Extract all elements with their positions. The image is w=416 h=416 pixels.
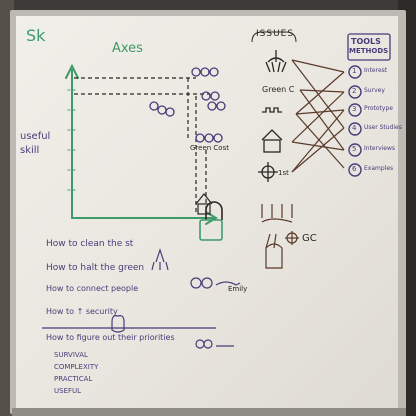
axes-title: Axes: [112, 41, 143, 56]
house-icon: [195, 193, 213, 215]
marker-tray: [12, 408, 406, 416]
broom-sketch-icon: [151, 248, 169, 271]
y-axis-label-1: useful: [20, 131, 51, 142]
tool-label-5: Interviews: [364, 145, 396, 152]
subitem-1: SURVIVAL: [54, 351, 88, 359]
house-security-icon: [261, 129, 283, 141]
y-axis-arrow: [65, 63, 79, 79]
axis-ticks: [67, 89, 77, 191]
tool-label-2: Survey: [364, 87, 385, 94]
list-item-2: How to halt the green: [46, 263, 145, 273]
axes-point-label: Green Cost: [190, 144, 229, 152]
tool-label-1: Interest: [364, 67, 388, 74]
tools-header-box: [347, 33, 391, 61]
list-item-3: How to connect people: [46, 284, 139, 293]
list-item-4: How to ↑ security: [46, 307, 118, 316]
y-axis-label-2: skill: [20, 145, 40, 156]
list-sketches: [42, 248, 241, 349]
list-item-5: How to figure out their priorities: [46, 333, 175, 342]
corner-mark: Sk: [26, 26, 46, 45]
lock-icon: [199, 201, 223, 241]
list-annotation-emily: Emily: [228, 285, 248, 293]
tool-label-6: Examples: [364, 165, 394, 172]
tool-num-5: 5: [352, 145, 357, 153]
tool-num-1: 1: [352, 67, 357, 75]
people-icon: [262, 107, 282, 113]
tool-num-3: 3: [352, 105, 357, 113]
roadmap-sketch: [261, 204, 299, 269]
subitem-3: PRACTICAL: [54, 375, 93, 383]
issues-header: ISSUES: [256, 29, 295, 39]
tools-header-2: METHODS: [349, 47, 389, 55]
tool-num-6: 6: [352, 165, 357, 173]
issues-bottom-label: GC: [302, 233, 317, 244]
tool-num-4: 4: [352, 124, 357, 132]
tool-num-2: 2: [352, 87, 357, 95]
tools-circles: [348, 65, 362, 177]
shield-sketch-icon: [111, 315, 125, 333]
connection-lines: [291, 59, 345, 173]
subitem-2: COMPLEXITY: [54, 363, 99, 371]
tool-label-4: User Studies: [364, 124, 402, 131]
axes-point-markers: [149, 67, 226, 143]
subitem-4: USEFUL: [54, 387, 82, 395]
list-item-1: How to clean the st: [46, 239, 134, 249]
tools-header-1: TOOLS: [351, 37, 381, 46]
issue-item-first: 1st: [278, 169, 289, 177]
issue-icons: [258, 50, 287, 182]
tool-label-3: Prototype: [364, 105, 393, 112]
issue-item-green: Green C: [262, 85, 295, 94]
issues-header-box: [251, 31, 297, 43]
axes-dashed-guides: [74, 77, 210, 214]
